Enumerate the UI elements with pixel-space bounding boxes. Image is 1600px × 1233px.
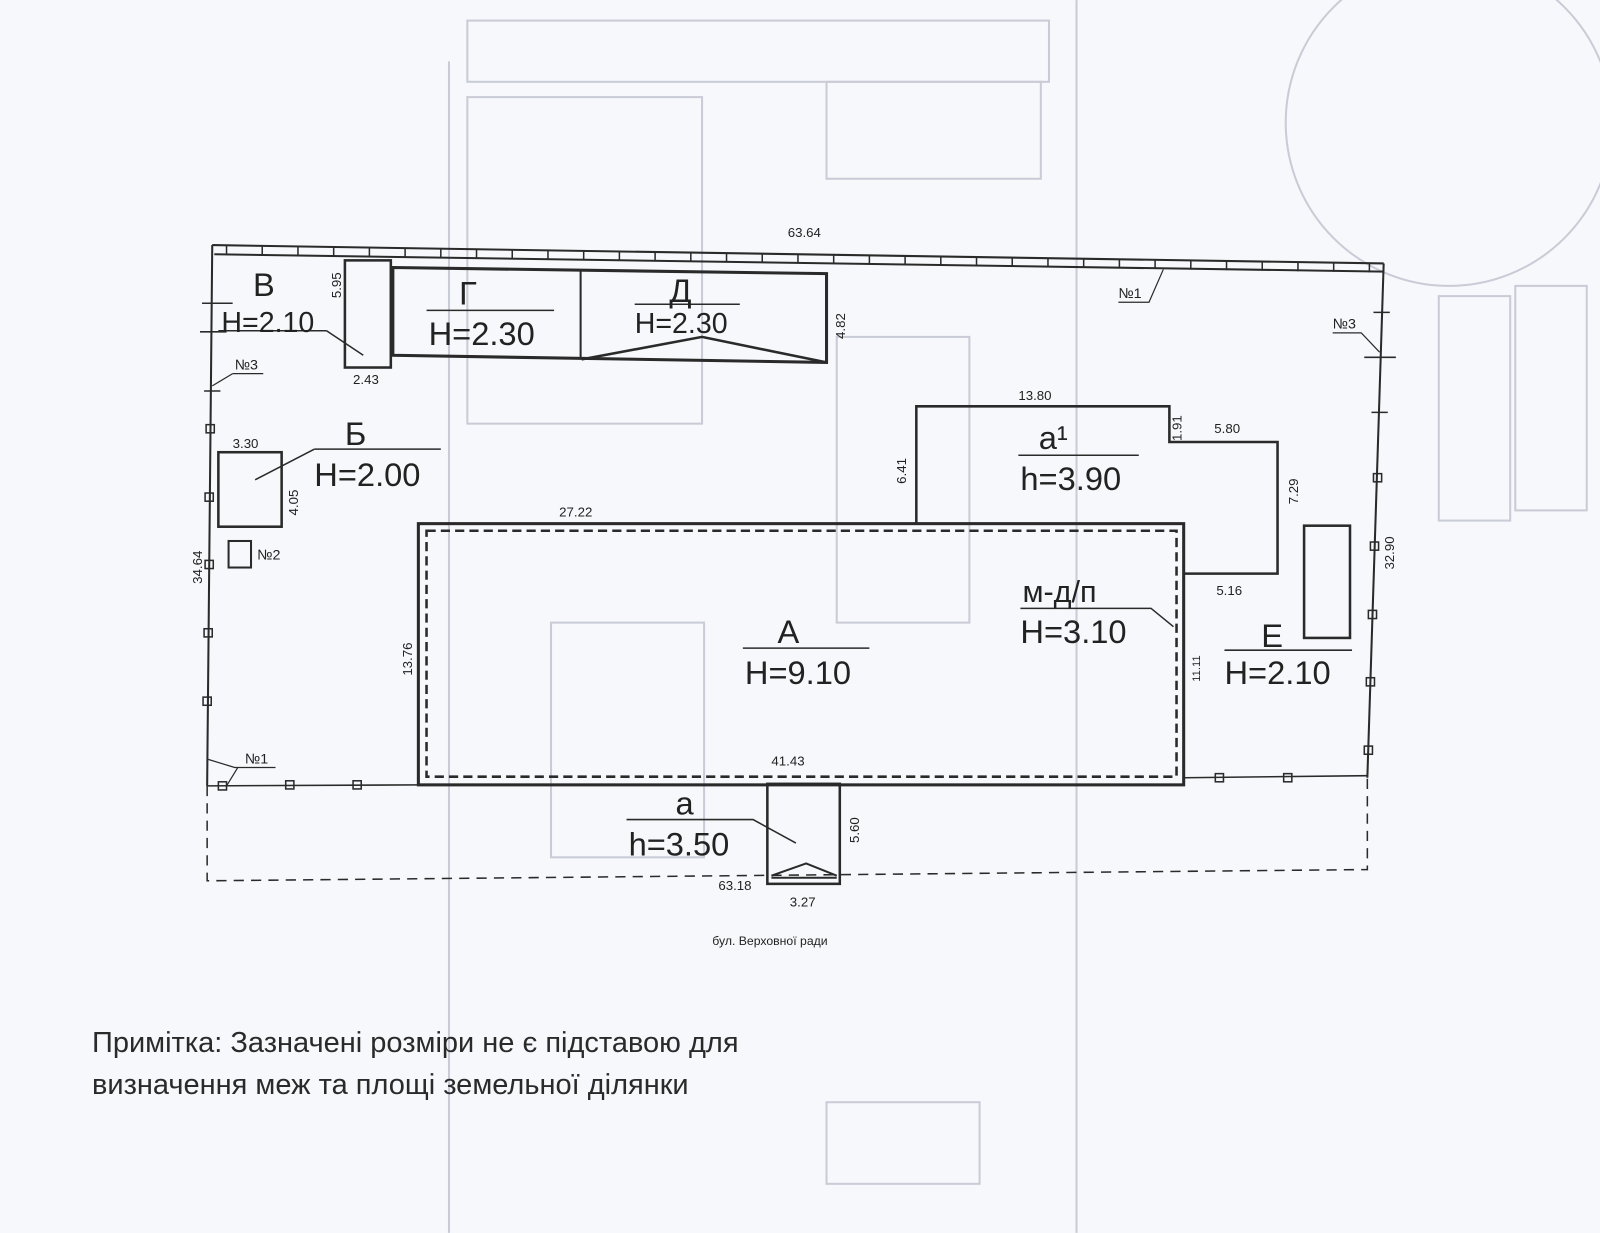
boundary-top — [212, 244, 1384, 273]
well-n2 — [227, 539, 253, 569]
building-v-height: H=2.10 — [221, 307, 314, 339]
fence-post — [1367, 609, 1378, 620]
building-a-dim-top: 27.22 — [559, 505, 592, 520]
building-a-small-height: h=3.50 — [629, 825, 730, 862]
fence-post — [1282, 772, 1293, 783]
marker-n1-top: №1 — [1118, 286, 1141, 302]
marker-n3-left: №3 — [235, 358, 258, 374]
building-a-letter: А — [778, 613, 800, 650]
building-b — [217, 450, 283, 528]
fence-post — [202, 696, 212, 707]
boundary-right — [1364, 263, 1396, 778]
building-a1-dim-bottom: 5.16 — [1216, 583, 1242, 598]
building-a-dim-left: 13.76 — [400, 643, 415, 676]
building-a1-dim-right: 7.29 — [1286, 478, 1301, 504]
building-a1-dim-step: 1.91 — [1170, 415, 1185, 441]
boundary-left-dim: 34.64 — [190, 551, 205, 584]
building-a-small — [766, 782, 842, 886]
building-d-dim-h: 4.82 — [833, 313, 848, 339]
note: Примітка: Зазначені розміри не є підстав… — [92, 1022, 739, 1106]
note-line-1: Примітка: Зазначені розміри не є підстав… — [92, 1027, 739, 1059]
building-b-height: H=2.00 — [314, 456, 420, 493]
fence-posts — [202, 423, 1383, 791]
fence-post — [1369, 541, 1380, 551]
fence-post — [205, 423, 216, 434]
building-e — [1302, 524, 1352, 640]
boundary-bottom — [206, 774, 1369, 882]
fence-post — [204, 559, 215, 570]
boundary-bottom-dim: 63.18 — [718, 878, 751, 893]
building-a-small-dim-h: 5.60 — [847, 817, 862, 843]
building-b-letter: Б — [345, 415, 366, 452]
building-g-letter: Г — [459, 274, 477, 311]
building-a-dim-right: 11.11 — [1191, 655, 1203, 681]
building-mdp-height: H=3.10 — [1020, 613, 1126, 650]
building-a-small-letter: а — [676, 784, 695, 821]
building-a1 — [915, 405, 1279, 575]
marker-n3-right: №3 — [1333, 317, 1356, 333]
building-v-dim-h: 5.95 — [329, 272, 344, 298]
building-d-height: H=2.30 — [635, 308, 728, 340]
building-e-height: H=2.10 — [1224, 654, 1330, 691]
building-b-dim-h: 4.05 — [286, 490, 301, 516]
building-v — [343, 259, 393, 369]
building-a1-dim-right-top: 5.80 — [1214, 421, 1240, 436]
boundary-left — [200, 245, 233, 786]
building-a-height: H=9.10 — [745, 654, 851, 691]
building-a-dim-bottom: 41.43 — [771, 753, 804, 768]
building-a1-dim-top: 13.80 — [1018, 388, 1051, 403]
building-mdp-letter: м-д/п — [1022, 575, 1096, 609]
marker-n2: №2 — [257, 547, 280, 563]
fence-post — [352, 780, 362, 790]
building-v-dim-w: 2.43 — [353, 372, 379, 387]
building-e-letter: Е — [1261, 617, 1283, 654]
note-line-2: визначення меж та площі земельної ділянк… — [92, 1069, 689, 1101]
building-d-letter: Д — [669, 272, 691, 309]
boundary-top-dim: 63.64 — [788, 225, 821, 240]
building-g-height: H=2.30 — [429, 315, 535, 352]
fence-post — [204, 492, 215, 502]
building-a1-dim-left: 6.41 — [894, 458, 909, 484]
fence-post — [1372, 472, 1383, 483]
marker-n1-bottom: №1 — [245, 751, 268, 767]
street-label: бул. Верховної ради — [712, 934, 827, 948]
fence-post — [284, 780, 295, 790]
building-a-small-dim-w: 3.27 — [790, 894, 816, 909]
building-a1-letter: а¹ — [1039, 419, 1068, 456]
fence-post — [1365, 676, 1376, 687]
fence-post — [1214, 772, 1225, 783]
fence-post — [1363, 745, 1374, 756]
building-a1-height: h=3.90 — [1020, 460, 1121, 497]
boundary-right-dim: 32.90 — [1382, 536, 1397, 569]
fence-post — [203, 627, 214, 638]
building-g-d — [391, 265, 829, 364]
background-scan-ghost — [447, 0, 1600, 1233]
building-v-letter: В — [253, 266, 275, 303]
building-b-dim-w: 3.30 — [233, 436, 259, 451]
